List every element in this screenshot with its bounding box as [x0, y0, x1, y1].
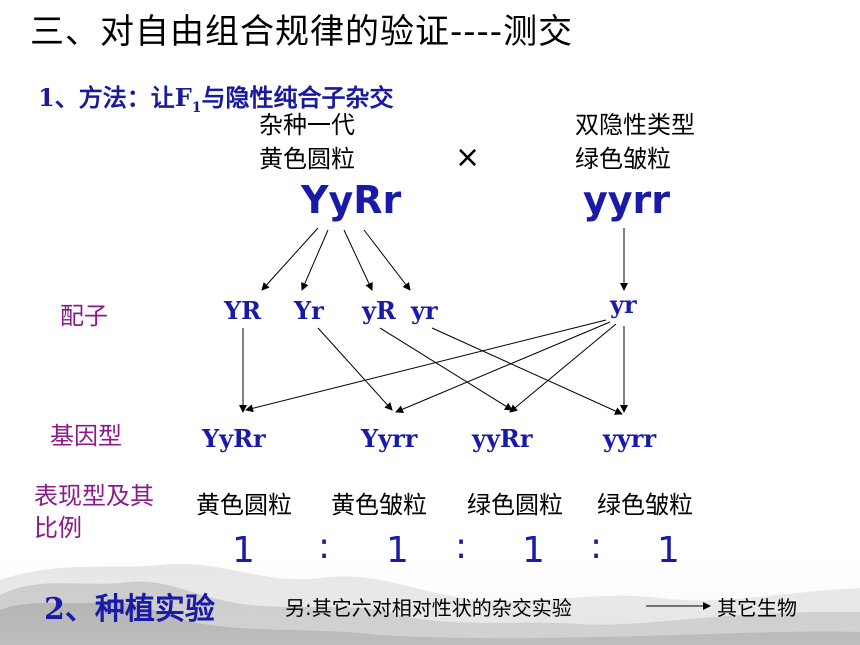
experiment-note-target: 其它生物 — [717, 596, 797, 620]
arrow-yr-rec-to-YyRr — [245, 319, 607, 413]
phenotype-label-line2: 比例 — [34, 514, 82, 542]
arrow-f1-to-yr — [363, 229, 411, 291]
gamete-Yr: Yr — [294, 296, 324, 325]
method-suffix: 与隐性纯合子杂交 — [201, 83, 394, 112]
gamete-yr: yr — [411, 296, 438, 325]
phenotype-1: 黄色圆粒 — [196, 491, 292, 519]
parent1-genotype: YyRr — [301, 178, 402, 222]
ink-landscape-background — [0, 540, 860, 645]
arrow-yr-rec-to-Yyrr — [395, 321, 611, 413]
arrow-yr-rec-to-yyRr — [509, 323, 617, 413]
ratio-colon-3: : — [590, 526, 603, 567]
arrow-f1-to-Yr — [301, 229, 329, 291]
parent2-genotype: yyrr — [583, 178, 671, 222]
cross-symbol: × — [455, 140, 481, 175]
arrow-Yr-to-Yyrr — [317, 327, 393, 411]
ratio-value-3: 1 — [522, 530, 545, 571]
slide-title: 三、对自由组合规律的验证----测交 — [30, 12, 574, 52]
arrow-yR-to-yyRr — [379, 327, 513, 411]
ratio-colon-2: : — [455, 526, 468, 567]
phenotype-3: 绿色圆粒 — [467, 491, 563, 519]
ratio-value-1: 1 — [232, 530, 255, 571]
method-line: 1、方法：让F1与隐性纯合子杂交 — [38, 78, 394, 116]
gamete-yR: yR — [362, 296, 396, 325]
genotype-label: 基因型 — [50, 422, 122, 450]
offspring-YyRr: YyRr — [202, 424, 266, 453]
method-subscript: 1 — [191, 99, 202, 116]
arrow-f1-to-YR — [261, 227, 319, 291]
offspring-yyrr: yyrr — [603, 424, 657, 453]
parent2-line1: 双隐性类型 — [575, 111, 695, 139]
ratio-colon-1: : — [318, 526, 331, 567]
parent1-line1: 杂种一代 — [259, 111, 355, 139]
gamete-YR: YR — [224, 296, 262, 325]
parent1-description: 杂种一代 黄色圆粒 — [259, 108, 355, 176]
ratio-value-2: 1 — [386, 530, 409, 571]
gametes-label: 配子 — [60, 302, 108, 330]
phenotype-label: 表现型及其 比例 — [34, 480, 154, 544]
gamete-recessive-yr: yr — [610, 290, 637, 319]
method-prefix: 1、方法：让F — [38, 83, 192, 112]
phenotype-2: 黄色皱粒 — [331, 491, 427, 519]
parent2-description: 双隐性类型 绿色皱粒 — [575, 108, 695, 176]
ratio-value-4: 1 — [657, 530, 680, 571]
offspring-yyRr: yyRr — [472, 424, 533, 453]
experiment-note: 另:其它六对相对性状的杂交实验 — [285, 596, 572, 620]
parent2-line2: 绿色皱粒 — [575, 145, 671, 173]
parent1-line2: 黄色圆粒 — [259, 145, 355, 173]
phenotype-4: 绿色皱粒 — [597, 491, 693, 519]
experiment-title: 2、种植实验 — [44, 592, 215, 627]
offspring-Yyrr: Yyrr — [361, 424, 418, 453]
phenotype-label-line1: 表现型及其 — [34, 482, 154, 510]
arrow-yr-to-yyrr — [431, 327, 623, 415]
arrow-f1-to-yR — [343, 229, 373, 291]
